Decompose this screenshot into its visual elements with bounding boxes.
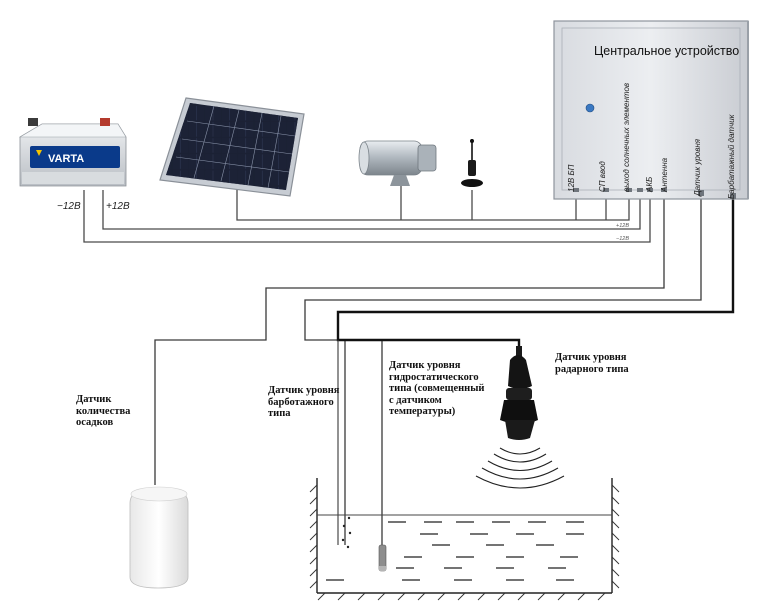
label-precipitation-sensor: Датчик количества осадков (76, 394, 131, 428)
central-unit-title: Центральное устройство (594, 44, 740, 58)
precipitation-sensor (129, 486, 189, 589)
wiring (83, 185, 735, 545)
label-bubbler-sensor: Датчик уровня барботажного типа (268, 385, 340, 419)
hydrostatic-probe (378, 544, 387, 572)
port-label-antenna: Антенна (660, 157, 669, 192)
wire-solar-antenna-bus (236, 185, 630, 221)
label-radar-sensor: Датчик уровня радарного типа (555, 352, 629, 375)
wire-tag-minus: −12В (616, 236, 629, 242)
wire-battery-minus (83, 190, 651, 243)
port-label-solar: выход солнечных элементов (622, 82, 631, 192)
battery-plus-label: +12В (106, 201, 130, 212)
port-label-level: Датчик уровня (693, 138, 702, 196)
port-label-psu: 12В БП (567, 164, 576, 192)
battery-minus-label: −12В (57, 201, 81, 212)
port-label-input: СП ввод (598, 161, 607, 192)
battery-brand: VARTA (48, 153, 84, 165)
wire-battery-plus (102, 190, 641, 230)
wire-tag-plus: +12В (616, 223, 629, 229)
battery: VARTA (18, 118, 127, 187)
central-unit-cabinet (553, 20, 749, 200)
wire-bubbler-sensor (304, 195, 702, 545)
radar-wave-icon (475, 447, 565, 489)
solar-panel (159, 97, 305, 197)
lock-icon (585, 103, 595, 113)
label-hydrostatic-sensor: Датчик уровня гидростатического типа (со… (389, 360, 485, 417)
port-label-battery: АКБ (645, 176, 654, 192)
wire-radar-sensor (336, 198, 735, 355)
water-reservoir (309, 478, 620, 601)
port-label-bubbler: Барбатажный датчик (727, 114, 736, 199)
wire-precipitation-sensor (154, 190, 665, 485)
radar-level-sensor (475, 346, 565, 489)
bubbles-icon (341, 516, 352, 549)
camera (358, 140, 437, 186)
antenna (461, 139, 483, 187)
varta-logo-icon (36, 150, 42, 156)
